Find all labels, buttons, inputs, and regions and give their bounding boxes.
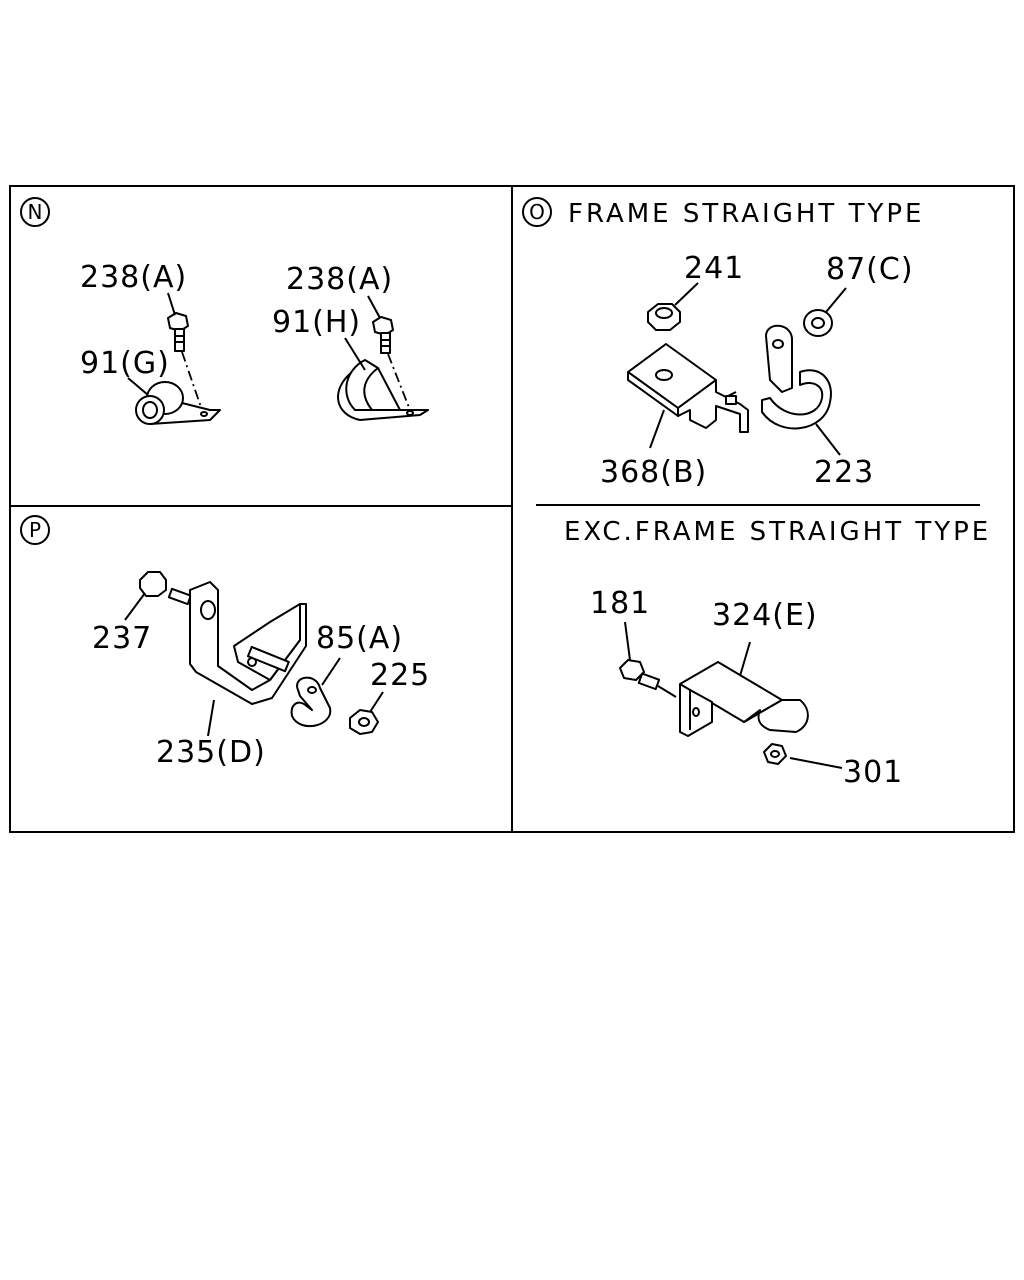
label-91h: 91(H) <box>272 305 361 340</box>
panel-exc: EXC.FRAME STRAIGHT TYPE 181 324(E) 301 <box>564 517 991 790</box>
label-91g: 91(G) <box>80 346 170 381</box>
panel-exc-header: EXC.FRAME STRAIGHT TYPE <box>564 517 991 547</box>
clip-91h <box>337 359 429 421</box>
diagram-frame <box>9 185 1015 833</box>
stud-bolt <box>167 587 192 606</box>
leader-241 <box>674 282 699 306</box>
label-301: 301 <box>843 755 903 790</box>
label-368b: 368(B) <box>600 455 707 490</box>
clamp-85a <box>290 676 332 727</box>
bolt-axis <box>657 685 677 698</box>
bracket-324e <box>679 661 809 737</box>
label-181: 181 <box>590 586 650 621</box>
panel-p-marker: P <box>20 515 50 545</box>
label-225: 225 <box>370 658 430 693</box>
leader-237 <box>124 592 146 621</box>
bracket-368b <box>627 343 749 433</box>
svg-text:O: O <box>529 200 545 224</box>
svg-text:P: P <box>29 518 41 542</box>
bolt-238a-left <box>167 312 189 352</box>
leader-181 <box>624 621 631 661</box>
panel-o-header: FRAME STRAIGHT TYPE <box>568 199 924 229</box>
leader-225 <box>369 691 384 713</box>
svg-text:N: N <box>28 200 43 224</box>
label-241: 241 <box>684 251 744 286</box>
leader-301 <box>789 757 843 769</box>
leader-368b <box>649 409 665 449</box>
leader-235d <box>207 699 215 737</box>
axis-line <box>181 351 203 411</box>
leader-91h <box>344 337 366 371</box>
label-238a-right: 238(A) <box>286 262 393 297</box>
label-87c: 87(C) <box>826 252 914 287</box>
bolt-238a-right <box>372 316 394 354</box>
washer-87c <box>803 309 833 337</box>
leader-324e <box>739 641 751 677</box>
label-238a-left: 238(A) <box>80 260 187 295</box>
label-237: 237 <box>92 621 152 656</box>
nut-301 <box>763 743 787 765</box>
clip-91g <box>135 381 221 425</box>
leader-223 <box>815 423 841 456</box>
leader-87c <box>825 287 847 313</box>
label-324e: 324(E) <box>712 598 818 633</box>
leader-85a <box>321 657 341 686</box>
nut-241 <box>647 303 681 331</box>
panel-o-marker: O <box>522 197 552 227</box>
leader-238a-right <box>367 295 381 319</box>
leader-238a-left <box>167 292 176 316</box>
leader-91g <box>127 377 149 396</box>
panel-p: P 237 85(A) 225 235(D) <box>20 515 430 770</box>
label-85a: 85(A) <box>316 621 403 656</box>
nut-225 <box>349 709 379 735</box>
label-235d: 235(D) <box>156 735 266 770</box>
panel-n-marker: N <box>20 197 50 227</box>
axis-line <box>387 353 411 411</box>
clamp-223 <box>761 324 832 430</box>
panel-n: N <box>20 197 429 425</box>
nut-237 <box>139 571 167 597</box>
bracket-235d <box>189 581 307 705</box>
panel-o: O FRAME STRAIGHT TYPE 241 8 <box>522 197 924 490</box>
bolt-181 <box>619 659 661 691</box>
label-223: 223 <box>814 455 874 490</box>
